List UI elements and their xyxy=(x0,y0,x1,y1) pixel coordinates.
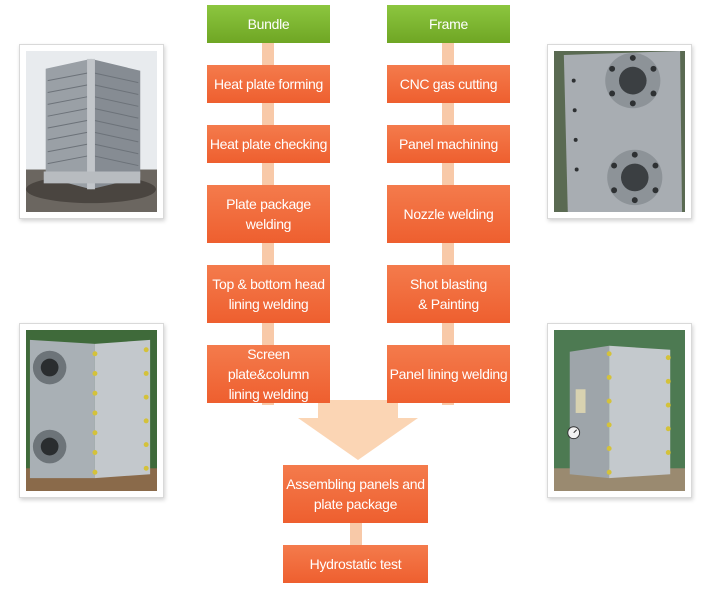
frame-step-shot-blasting-painting: Shot blasting & Painting xyxy=(387,265,510,323)
frame-step-panel-lining-welding: Panel lining welding xyxy=(387,345,510,403)
bundle-step-heat-plate-checking: Heat plate checking xyxy=(207,125,330,163)
frame-panel-photo xyxy=(547,44,692,219)
assembled-exchanger-photo xyxy=(19,323,164,498)
final-connector-line xyxy=(350,520,362,546)
bundle-step-screen-plate-welding: Screen plate&column lining welding xyxy=(207,345,330,403)
plate-bundle-photo xyxy=(19,44,164,219)
bundle-step-plate-package-welding: Plate package welding xyxy=(207,185,330,243)
bundle-header: Bundle xyxy=(207,5,330,43)
final-step-hydrostatic-test: Hydrostatic test xyxy=(283,545,428,583)
bundle-step-heat-plate-forming: Heat plate forming xyxy=(207,65,330,103)
frame-header: Frame xyxy=(387,5,510,43)
frame-step-panel-machining: Panel machining xyxy=(387,125,510,163)
bundle-step-top-bottom-head-welding: Top & bottom head lining welding xyxy=(207,265,330,323)
final-step-assembling: Assembling panels and plate package xyxy=(283,465,428,523)
frame-step-nozzle-welding: Nozzle welding xyxy=(387,185,510,243)
frame-step-cnc-gas-cutting: CNC gas cutting xyxy=(387,65,510,103)
hydrostatic-test-photo xyxy=(547,323,692,498)
merge-arrow-icon xyxy=(298,400,418,460)
